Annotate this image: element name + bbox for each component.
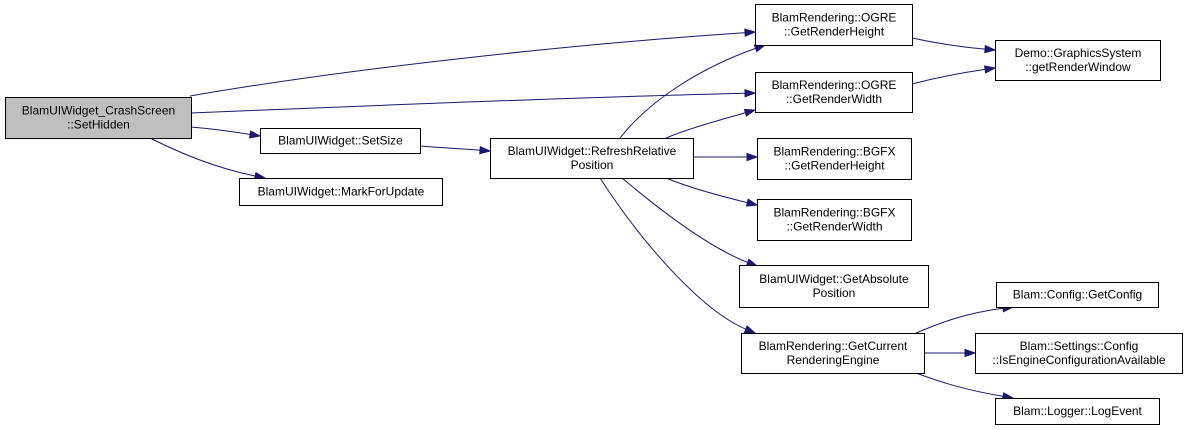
arrowhead: [746, 152, 759, 162]
edge-line: [665, 177, 749, 204]
edge-refresh-to-ogre_w: [665, 108, 757, 139]
edge-line: [190, 126, 252, 136]
edge-crash-to-ogre_w: [190, 89, 757, 114]
node-box: [996, 282, 1159, 308]
node-isengine[interactable]: Blam::Settings::Config::IsEngineConfigur…: [975, 333, 1183, 374]
node-ogre_w[interactable]: BlamRendering::OGRE::GetRenderWidth: [755, 72, 913, 113]
edge-line: [915, 372, 1005, 398]
node-label-line: BlamUIWidget::GetAbsolute: [759, 272, 909, 286]
node-label-line: BlamUIWidget::RefreshRelative: [508, 144, 677, 158]
node-box: [739, 265, 929, 308]
node-label-line: Blam::Logger::LogEvent: [1013, 404, 1142, 418]
node-label-line: Blam::Config::GetConfig: [1013, 288, 1142, 302]
node-label-line: BlamRendering::GetCurrent: [759, 339, 908, 353]
node-box: [260, 128, 421, 154]
arrowhead: [984, 44, 997, 54]
node-box: [741, 333, 925, 374]
node-demo[interactable]: Demo::GraphicsSystem::getRenderWindow: [995, 40, 1161, 81]
node-box: [490, 138, 694, 179]
node-label-line: Demo::GraphicsSystem: [1015, 46, 1142, 60]
node-bgfx_h[interactable]: BlamRendering::BGFX::GetRenderHeight: [757, 138, 912, 180]
edge-line: [911, 68, 987, 85]
edge-line: [619, 47, 757, 139]
edges-layer: [149, 28, 1015, 401]
edge-refresh-to-ogre_h: [619, 44, 767, 139]
edge-engine-to-logevent: [915, 372, 1015, 401]
node-box: [755, 72, 913, 113]
node-label-line: ::GetRenderHeight: [784, 159, 885, 173]
arrowhead: [745, 198, 759, 207]
edge-line: [665, 111, 747, 139]
node-crash[interactable]: BlamUIWidget_CrashScreen::SetHidden: [5, 97, 192, 139]
edge-refresh-to-absol: [621, 177, 759, 267]
node-label-line: ::getRenderWindow: [1025, 60, 1131, 74]
edge-crash-to-mark: [149, 137, 267, 181]
node-bgfx_w[interactable]: BlamRendering::BGFX::GetRenderWidth: [757, 199, 912, 241]
arrowhead: [984, 65, 997, 74]
edge-refresh-to-bgfx_w: [665, 177, 759, 207]
edge-line: [621, 177, 749, 264]
edge-line: [911, 37, 987, 50]
node-box: [757, 199, 912, 241]
edge-engine-to-getconf: [915, 304, 1015, 334]
node-label-line: ::GetRenderWidth: [786, 220, 882, 234]
arrowhead: [743, 325, 757, 334]
node-ogre_h[interactable]: BlamRendering::OGRE::GetRenderHeight: [755, 4, 913, 46]
node-label-line: RenderingEngine: [787, 353, 880, 367]
node-label-line: Position: [571, 158, 614, 172]
edge-line: [599, 177, 747, 330]
node-getconf[interactable]: Blam::Config::GetConfig: [996, 282, 1159, 308]
arrowhead: [744, 28, 757, 37]
edge-refresh-to-bgfx_h: [693, 152, 759, 162]
node-label-line: Blam::Settings::Config: [1020, 339, 1139, 353]
node-box: [975, 333, 1183, 374]
node-label-line: ::GetRenderWidth: [786, 92, 882, 106]
node-box: [757, 138, 912, 180]
edge-crash-to-setsize: [190, 126, 262, 139]
node-label-line: BlamUIWidget_CrashScreen: [22, 104, 175, 118]
node-box: [995, 398, 1160, 425]
arrowhead: [745, 258, 759, 267]
node-logevent[interactable]: Blam::Logger::LogEvent: [995, 398, 1160, 425]
edge-setsize-to-refresh: [419, 145, 492, 155]
node-mark[interactable]: BlamUIWidget::MarkForUpdate: [239, 178, 443, 206]
arrowhead: [743, 108, 757, 117]
edge-line: [189, 32, 747, 97]
arrowhead: [964, 348, 977, 358]
node-setsize[interactable]: BlamUIWidget::SetSize: [260, 128, 421, 154]
edge-refresh-to-engine: [599, 177, 757, 334]
edge-line: [149, 137, 257, 177]
edge-ogre_w-to-demo: [911, 65, 997, 85]
node-label-line: BlamRendering::BGFX: [773, 206, 895, 220]
node-label-line: ::SetHidden: [67, 118, 130, 132]
edge-ogre_h-to-demo: [911, 37, 997, 54]
node-box: [995, 40, 1161, 81]
node-box: [755, 4, 913, 46]
node-label-line: BlamUIWidget::SetSize: [278, 134, 403, 148]
arrowhead: [248, 130, 262, 139]
arrowhead: [744, 89, 757, 98]
node-label-line: BlamUIWidget::MarkForUpdate: [258, 185, 425, 199]
arrowhead: [479, 145, 492, 155]
node-label-line: Position: [813, 286, 856, 300]
edge-engine-to-isengine: [924, 348, 977, 358]
edge-line: [419, 145, 482, 151]
edge-line: [190, 92, 747, 114]
node-box: [239, 178, 443, 206]
edge-crash-to-ogre_h: [189, 28, 757, 97]
node-label-line: ::IsEngineConfigurationAvailable: [992, 353, 1166, 367]
node-label-line: BlamRendering::OGRE: [772, 78, 897, 92]
node-label-line: BlamRendering::BGFX: [773, 145, 895, 159]
node-label-line: ::GetRenderHeight: [784, 25, 885, 39]
node-box: [5, 97, 192, 139]
edge-line: [915, 307, 1005, 334]
node-label-line: BlamRendering::OGRE: [772, 11, 897, 25]
nodes-layer: BlamUIWidget_CrashScreen::SetHiddenBlamU…: [5, 4, 1183, 425]
